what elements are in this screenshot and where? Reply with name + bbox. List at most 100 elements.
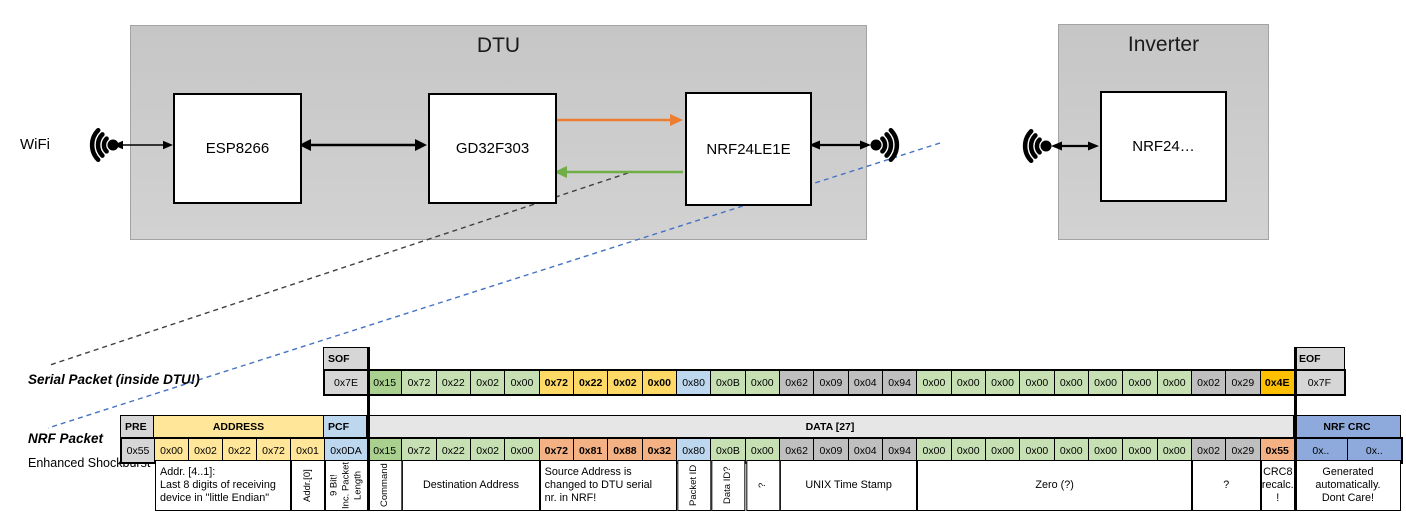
pcf-header: PCF — [324, 416, 367, 438]
byte-cell: 0x81 — [573, 439, 609, 462]
esp8266-label: ESP8266 — [205, 140, 270, 157]
annotation-cell: ? — [1191, 460, 1261, 511]
data-left-boundary-line — [366, 347, 370, 511]
byte-cell: 0x02 — [189, 439, 223, 462]
serial-packet-label: Serial Packet (inside DTU!) — [28, 372, 200, 387]
byte-cell: 0x7E — [325, 371, 368, 394]
byte-cell: 0x7F — [1294, 371, 1344, 394]
annotation-cell: Source Address is changed to DTU serial … — [539, 460, 677, 511]
byte-cell: 0x00 — [1123, 439, 1158, 462]
byte-cell: 0x72 — [257, 439, 291, 462]
byte-cell: 0x94 — [882, 439, 918, 462]
byte-cell: 0x15 — [368, 439, 403, 462]
byte-cell: 0x00 — [985, 439, 1021, 462]
nrf-crc-header: NRF CRC — [1294, 416, 1400, 438]
byte-cell: 0x00 — [917, 439, 952, 462]
annotation-cell: Addr.[0] — [291, 460, 325, 511]
byte-cell: 0x00 — [985, 371, 1021, 394]
byte-cell: 0x.. — [1294, 439, 1348, 462]
byte-cell: 0x0DA — [325, 439, 368, 462]
byte-cell: 0x02 — [1191, 371, 1227, 394]
data-header: DATA [27] — [367, 416, 1294, 438]
gd32f303-label: GD32F303 — [455, 140, 530, 157]
byte-cell: 0x32 — [642, 439, 677, 462]
byte-cell: 0x00 — [642, 371, 677, 394]
inverter-nrf24-box: NRF24… — [1100, 91, 1227, 202]
annotation-cell: UNIX Time Stamp — [779, 460, 918, 511]
annotation-cell: Generated automatically. Dont Care! — [1294, 460, 1401, 511]
byte-cell: 0x.. — [1347, 439, 1401, 462]
wifi-icon-inverter — [1022, 128, 1052, 164]
byte-cell: 0x15 — [368, 371, 403, 394]
byte-cell: 0x0B — [711, 371, 746, 394]
byte-cell: 0x55 — [1260, 439, 1295, 462]
byte-cell: 0x02 — [1191, 439, 1227, 462]
enhanced-shockburst-label: Enhanced Shockburst — [28, 456, 151, 470]
annotation-cell: Packet ID — [676, 460, 712, 511]
annotation-cell: ? — [745, 460, 780, 511]
nrf-packet-label: NRF Packet — [28, 431, 104, 446]
byte-cell: 0x01 — [291, 439, 325, 462]
byte-cell: 0x09 — [814, 439, 849, 462]
serial-eof-header: EOF — [1294, 347, 1345, 370]
byte-cell: 0x72 — [402, 439, 437, 462]
byte-cell: 0x00 — [505, 371, 540, 394]
annotation-cell: Destination Address — [402, 460, 540, 511]
inverter-title: Inverter — [1127, 33, 1200, 56]
byte-cell: 0x72 — [539, 371, 574, 394]
byte-cell: 0x22 — [573, 371, 609, 394]
byte-cell: 0x22 — [436, 439, 471, 462]
byte-cell: 0x00 — [1020, 371, 1055, 394]
annotation-cell: 9 Bit! Inc. Packet Length — [325, 460, 368, 511]
dtu-title: DTU — [476, 34, 521, 57]
esp8266-box: ESP8266 — [173, 93, 302, 204]
byte-cell: 0x00 — [1088, 371, 1124, 394]
nrf24le1e-label: NRF24LE1E — [706, 140, 791, 158]
byte-cell: 0x00 — [1020, 439, 1055, 462]
byte-cell: 0x00 — [155, 439, 189, 462]
data-right-boundary-line — [1293, 347, 1297, 511]
byte-cell: 0x00 — [951, 371, 986, 394]
serial-sof-header: SOF — [323, 347, 368, 370]
byte-cell: 0x00 — [1054, 439, 1089, 462]
nrf-header-row: PRE ADDRESS PCF DATA [27] NRF CRC — [120, 415, 1401, 439]
byte-cell: 0x4E — [1260, 371, 1295, 394]
annotation-cell: Zero (?) — [917, 460, 1192, 511]
byte-cell: 0x00 — [917, 371, 952, 394]
byte-cell: 0x55 — [122, 439, 155, 462]
byte-cell: 0x29 — [1226, 371, 1261, 394]
byte-cell: 0x00 — [505, 439, 540, 462]
byte-cell: 0x09 — [814, 371, 849, 394]
byte-cell: 0x02 — [470, 371, 506, 394]
byte-cell: 0x22 — [436, 371, 471, 394]
byte-cell: 0x00 — [1088, 439, 1124, 462]
byte-cell: 0x22 — [223, 439, 257, 462]
annotation-cell: Data ID? — [711, 460, 746, 511]
byte-cell: 0x00 — [1054, 371, 1089, 394]
byte-cell: 0x80 — [676, 371, 712, 394]
inverter-nrf24-label: NRF24… — [1132, 138, 1195, 155]
byte-cell: 0x94 — [882, 371, 918, 394]
annotation-cell: Command — [368, 460, 403, 511]
byte-cell: 0x62 — [779, 439, 815, 462]
annotation-cell: Addr. [4..1]: Last 8 digits of receiving… — [155, 460, 291, 511]
byte-cell: 0x00 — [1123, 371, 1158, 394]
byte-cell: 0x0B — [711, 439, 746, 462]
nrf24le1e-box: NRF24LE1E — [685, 92, 812, 206]
byte-cell: 0x00 — [1157, 371, 1192, 394]
wifi-label: WiFi — [20, 136, 50, 153]
byte-cell: 0x00 — [951, 439, 986, 462]
annotation-row: Addr. [4..1]: Last 8 digits of receiving… — [155, 460, 1401, 511]
byte-cell: 0x72 — [402, 371, 437, 394]
byte-cell: 0x62 — [779, 371, 815, 394]
byte-cell: 0x02 — [470, 439, 506, 462]
address-header: ADDRESS — [154, 416, 324, 438]
byte-cell: 0x29 — [1226, 439, 1261, 462]
byte-cell: 0x00 — [1157, 439, 1192, 462]
byte-cell: 0x04 — [848, 439, 883, 462]
byte-cell: 0x00 — [745, 439, 780, 462]
pre-header: PRE — [121, 416, 154, 438]
